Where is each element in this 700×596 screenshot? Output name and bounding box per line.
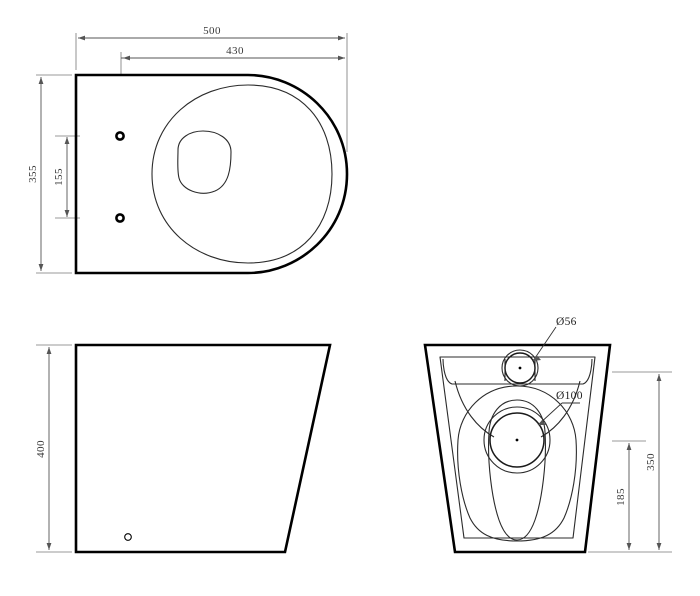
dim-label-height-350: 350 [645,453,657,471]
rear-left-swoop [454,380,495,438]
dim-arrow-430-left [123,55,130,61]
waste-outlet-outer [483,406,551,474]
dim-arrow-155-bottom [64,210,70,217]
pan-outline-plan [74,73,349,275]
trap-teardrop [488,399,546,541]
note-label-inlet-diameter: Ø56 [556,316,577,328]
seat-opening-oval [151,84,333,264]
side-lower-hole [124,533,132,541]
fixing-hole-lower [115,213,125,223]
leader-line-inlet [532,326,557,362]
leader-arrow-inlet [533,355,541,361]
dim-arrow-400-top [46,347,52,354]
dim-label-overall-depth: 355 [27,165,39,183]
dim-arrow-185-top [626,443,632,450]
dim-arrow-355-bottom [38,264,44,271]
dim-arrow-350-bottom [656,543,662,550]
dim-label-hole-spacing: 155 [53,168,65,186]
waste-outlet-circle [489,412,545,468]
pan-outline-rear [423,343,612,554]
dim-label-height-185: 185 [615,488,627,506]
rear-inner-recess [439,356,596,539]
fixing-hole-upper [115,131,125,141]
bowl-opening [177,130,232,194]
rear-upper-shelf [442,358,593,385]
dim-label-overall-width: 500 [203,25,221,37]
leader-arrow-outlet [538,420,546,425]
dim-arrow-430-right [338,55,345,61]
rear-view-group: Ø56 Ø100 350 [423,316,672,554]
dim-arrow-350-top [656,374,662,381]
dim-arrow-355-top [38,77,44,84]
pan-outline-side [74,343,332,554]
dim-arrow-185-bottom [626,543,632,550]
dim-arrow-500-right [338,35,345,41]
dim-label-inner-width: 430 [226,45,244,57]
flush-inlet-centre-mark [518,366,522,370]
note-label-outlet-diameter: Ø100 [556,390,583,402]
dim-arrow-155-top [64,137,70,144]
top-view-group: 500 430 355 155 [27,25,349,275]
dim-label-height-400: 400 [35,440,47,458]
rear-right-swoop [540,380,581,438]
side-view-group: 400 [35,343,332,554]
dim-arrow-500-left [78,35,85,41]
dim-arrow-400-bottom [46,543,52,550]
waste-outlet-centre-mark [515,438,519,442]
trap-outer-shape [457,385,577,542]
